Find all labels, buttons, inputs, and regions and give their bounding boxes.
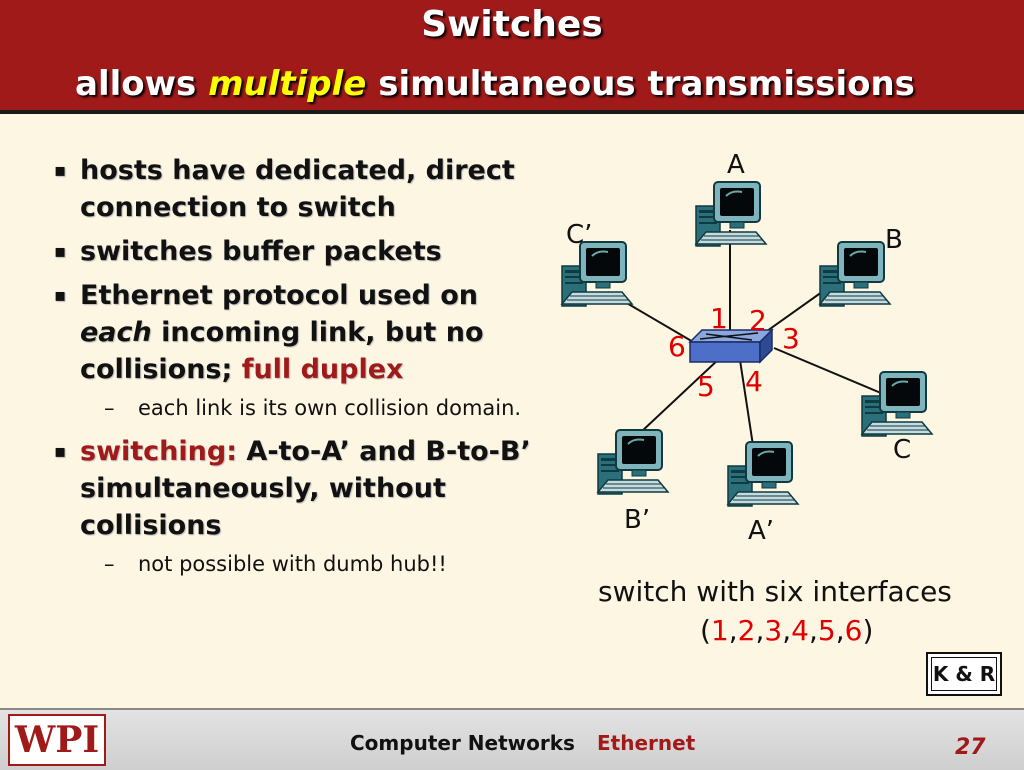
bullet-red-text: switching: bbox=[80, 436, 238, 467]
bullet-emphasis: each bbox=[80, 317, 152, 348]
subtitle-text-post: simultaneous transmissions bbox=[378, 64, 915, 104]
host-label-B-prime: B’ bbox=[624, 505, 651, 535]
interface-label-4: 4 bbox=[745, 365, 763, 398]
footer-topic: Ethernet bbox=[597, 731, 696, 755]
host-A-prime-computer-icon bbox=[727, 441, 799, 507]
bullet-marker-icon: ▪ bbox=[54, 285, 67, 306]
caption-num: 2 bbox=[737, 614, 756, 647]
subtitle-text-pre: allows bbox=[75, 64, 197, 104]
host-label-B: B bbox=[885, 225, 903, 255]
title-bar: Switches allows multiple simultaneous tr… bbox=[0, 0, 1024, 114]
switch-icon bbox=[688, 328, 774, 364]
bullet-marker-icon: ▪ bbox=[54, 160, 67, 181]
slide-title: Switches bbox=[421, 4, 603, 45]
credit-badge: K & R bbox=[926, 652, 1002, 696]
interface-label-2: 2 bbox=[749, 304, 767, 337]
host-A-computer-icon bbox=[695, 181, 767, 247]
bullet-text: hosts have dedicated, direct connection … bbox=[80, 155, 515, 223]
host-label-A-prime: A’ bbox=[748, 516, 775, 546]
bullet-text: A-to-A’ and B-to-B’ simultaneously, with… bbox=[80, 436, 531, 541]
bullet-red-text: full duplex bbox=[241, 354, 404, 385]
wpi-logo: WPI bbox=[8, 714, 106, 766]
dash-marker: – bbox=[104, 396, 115, 420]
host-B-computer-icon bbox=[819, 241, 891, 307]
sub-bullet-item: – each link is its own collision domain. bbox=[48, 393, 548, 423]
sub-bullet-text: each link is its own collision domain. bbox=[138, 396, 522, 420]
caption-paren-open: ( bbox=[700, 614, 711, 647]
interface-label-5: 5 bbox=[697, 370, 715, 403]
bullet-marker-icon: ▪ bbox=[54, 441, 67, 462]
interface-label-3: 3 bbox=[782, 322, 800, 355]
diagram-caption: switch with six interfaces bbox=[598, 575, 952, 608]
caption-num: 3 bbox=[764, 614, 783, 647]
bullet-item: ▪ Ethernet protocol used on each incomin… bbox=[48, 277, 548, 388]
caption-num: 5 bbox=[817, 614, 836, 647]
footer-course: Computer Networks bbox=[350, 731, 575, 755]
caption-num: 6 bbox=[844, 614, 863, 647]
bullet-item: ▪ hosts have dedicated, direct connectio… bbox=[48, 152, 548, 226]
host-B-prime-computer-icon bbox=[597, 429, 669, 495]
slide-subtitle: allows multiple simultaneous transmissio… bbox=[75, 64, 915, 104]
bullet-text: Ethernet protocol used on bbox=[80, 280, 478, 311]
footer-bar: WPI Computer Networks Ethernet 27 bbox=[0, 708, 1024, 770]
bullet-text: switches buffer packets bbox=[80, 236, 442, 267]
caption-num: 4 bbox=[791, 614, 809, 647]
host-C-prime-computer-icon bbox=[561, 241, 633, 307]
bullet-list: ▪ hosts have dedicated, direct connectio… bbox=[48, 152, 548, 589]
link-C bbox=[773, 347, 889, 397]
host-label-C-prime: C’ bbox=[566, 220, 593, 250]
diagram-caption-interfaces: (1,2,3,4,5,6) bbox=[700, 614, 874, 647]
host-C-computer-icon bbox=[861, 371, 933, 437]
page-number: 27 bbox=[955, 735, 986, 760]
bullet-text: incoming link, but no collisions; bbox=[80, 317, 484, 385]
bullet-marker-icon: ▪ bbox=[54, 241, 67, 262]
caption-num: 1 bbox=[710, 614, 729, 647]
host-label-A: A bbox=[727, 150, 745, 180]
bullet-item: ▪ switching: A-to-A’ and B-to-B’ simulta… bbox=[48, 433, 548, 544]
bullet-item: ▪ switches buffer packets bbox=[48, 233, 548, 270]
subtitle-highlight: multiple bbox=[208, 64, 367, 104]
dash-marker: – bbox=[104, 552, 115, 576]
sub-bullet-text: not possible with dumb hub!! bbox=[138, 552, 447, 576]
interface-label-1: 1 bbox=[710, 302, 728, 335]
links bbox=[607, 230, 889, 453]
sub-bullet-item: – not possible with dumb hub!! bbox=[48, 549, 548, 579]
link-A-prime bbox=[739, 359, 755, 453]
interface-label-6: 6 bbox=[668, 330, 686, 363]
host-label-C: C bbox=[893, 435, 912, 465]
caption-paren-close: ) bbox=[862, 614, 874, 647]
